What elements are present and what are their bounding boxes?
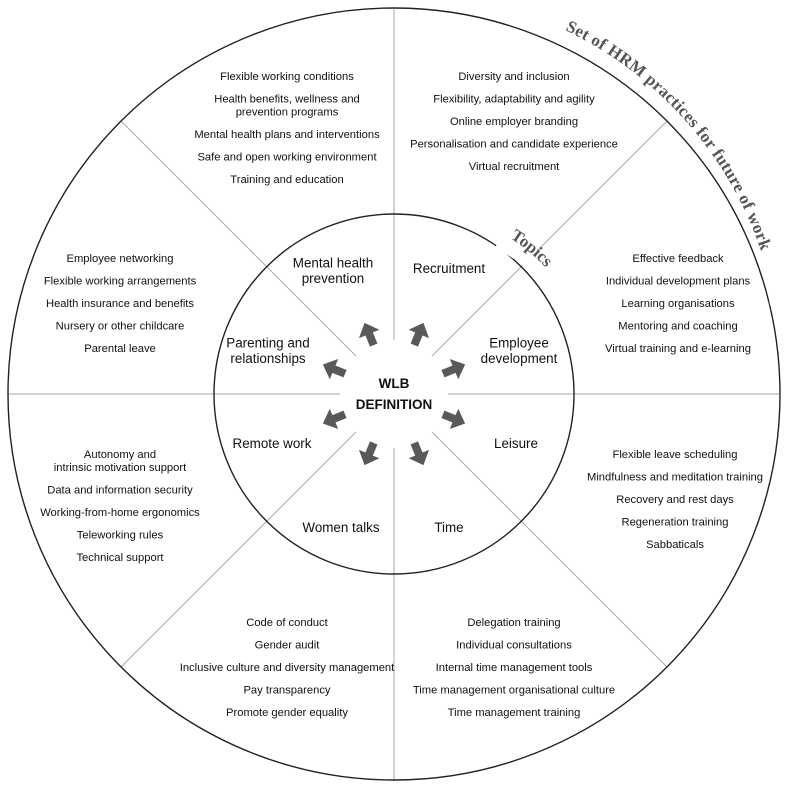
arrow-leisure	[441, 408, 466, 430]
practice-women-talks-item-4: Pay transparency	[243, 685, 330, 697]
practice-leisure-item-5: Sabbaticals	[646, 539, 704, 551]
outer-circle	[7, 7, 781, 781]
topic-divider-bl	[266, 431, 357, 522]
topic-divider-tl	[266, 266, 357, 357]
practice-recruitment-item-1: Diversity and inclusion	[458, 71, 569, 83]
arrows	[322, 322, 466, 466]
arrow-shape	[441, 358, 466, 380]
practice-recruitment-item-2: Flexibility, adaptability and agility	[433, 94, 595, 106]
topic-divider-tr	[431, 266, 522, 357]
center-line-2: DEFINITION	[356, 397, 433, 412]
practice-recruitment-item-3: Online employer branding	[450, 116, 578, 128]
divider-lines	[8, 9, 779, 781]
topic-parenting-and-relationships-line-1: Parenting and	[226, 335, 309, 350]
practice-leisure-item-4: Regeneration training	[622, 517, 729, 529]
arrow-shape	[441, 408, 466, 430]
topic-divider-br	[431, 431, 522, 522]
topic-recruitment: Recruitment	[413, 261, 485, 276]
practice-time-item-4: Time management organisational culture	[413, 685, 615, 697]
practice-mental-health-item-3: Mental health plans and interventions	[194, 129, 380, 141]
topic-remote-work: Remote work	[233, 436, 312, 451]
topic-women-talks: Women talks	[302, 520, 379, 535]
practice-parenting-item-1: Employee networking	[67, 253, 174, 265]
arrow-employee-development	[441, 358, 466, 380]
center-line-1: WLB	[379, 376, 410, 391]
practice-employee-development-item-2: Individual development plans	[606, 276, 751, 288]
divider-bottom-right	[520, 520, 668, 668]
practice-mental-health-item-5: Training and education	[230, 174, 343, 186]
arrow-mental-health-prevention	[358, 322, 380, 347]
practice-leisure-item-1: Flexible leave scheduling	[612, 449, 737, 461]
topic-time: Time	[434, 520, 463, 535]
topic-mental-health-prevention-line-2: prevention	[302, 271, 365, 286]
practice-leisure-item-2: Mindfulness and meditation training	[587, 472, 763, 484]
practice-remote-work-item-5: Technical support	[76, 552, 164, 564]
practice-women-talks-item-1: Code of conduct	[246, 617, 328, 629]
arrow-parenting-and-relationships	[322, 358, 347, 380]
practice-time-item-5: Time management training	[448, 707, 581, 719]
practice-remote-work-item-2: Data and information security	[47, 485, 193, 497]
practice-recruitment-item-4: Personalisation and candidate experience	[410, 139, 618, 151]
center-circle	[340, 340, 448, 448]
arrow-shape	[358, 322, 380, 347]
arrow-time	[408, 441, 430, 466]
practice-mental-health-item-1: Flexible working conditions	[220, 71, 354, 83]
outer-title: Set of HRM practices for future of work	[563, 17, 775, 253]
practice-parenting-item-3: Health insurance and benefits	[46, 298, 194, 310]
practice-employee-development-item-1: Effective feedback	[632, 253, 724, 265]
practice-women-talks-item-3: Inclusive culture and diversity manageme…	[180, 662, 395, 674]
divider-top-left	[120, 120, 268, 268]
topic-employee-development-line-1: Employee	[489, 335, 549, 350]
practice-women-talks-item-5: Promote gender equality	[226, 707, 348, 719]
practice-employee-development-item-4: Mentoring and coaching	[618, 321, 737, 333]
practice-parenting-item-4: Nursery or other childcare	[56, 321, 185, 333]
practice-time-item-1: Delegation training	[467, 617, 560, 629]
practice-remote-work-item-3: Working-from-home ergonomics	[40, 507, 200, 519]
ring-title-mask	[495, 228, 568, 290]
arrow-shape	[322, 358, 347, 380]
practice-women-talks-item-2: Gender audit	[255, 640, 321, 652]
topic-leisure: Leisure	[494, 436, 538, 451]
practice-remote-work-item-4: Teleworking rules	[77, 530, 164, 542]
topic-parenting-and-relationships-line-2: relationships	[230, 351, 305, 366]
practice-leisure-item-3: Recovery and rest days	[616, 494, 734, 506]
practice-parenting-item-2: Flexible working arrangements	[44, 276, 197, 288]
outer-title-path: Set of HRM practices for future of work	[563, 17, 775, 253]
practice-remote-work-item-1-line-2: intrinsic motivation support	[54, 462, 187, 474]
divider-top-right	[520, 120, 668, 268]
practice-mental-health-item-2-line-1: Health benefits, wellness and	[214, 94, 360, 106]
practice-time-item-2: Individual consultations	[456, 640, 572, 652]
arrow-shape	[322, 408, 347, 430]
arrow-shape	[408, 322, 430, 347]
practice-recruitment-item-5: Virtual recruitment	[469, 161, 560, 173]
practice-mental-health-item-2-line-2: prevention programs	[236, 107, 339, 119]
practice-mental-health-item-4: Safe and open working environment	[197, 152, 377, 164]
practice-remote-work-item-1-line-1: Autonomy and	[84, 449, 156, 461]
practice-employee-development-item-5: Virtual training and e-learning	[605, 343, 751, 355]
topic-employee-development-line-2: development	[481, 351, 558, 366]
arrow-remote-work	[322, 408, 347, 430]
practice-parenting-item-5: Parental leave	[84, 343, 156, 355]
practice-time-item-3: Internal time management tools	[436, 662, 593, 674]
arrow-recruitment	[408, 322, 430, 347]
divider-bottom-left	[120, 520, 268, 668]
practice-employee-development-item-3: Learning organisations	[621, 298, 735, 310]
topic-mental-health-prevention-line-1: Mental health	[293, 255, 373, 270]
arrow-shape	[408, 441, 430, 466]
topic-divider-lines	[214, 214, 574, 574]
arrow-women-talks	[358, 441, 380, 466]
topic-circle	[213, 213, 575, 575]
arrow-shape	[358, 441, 380, 466]
